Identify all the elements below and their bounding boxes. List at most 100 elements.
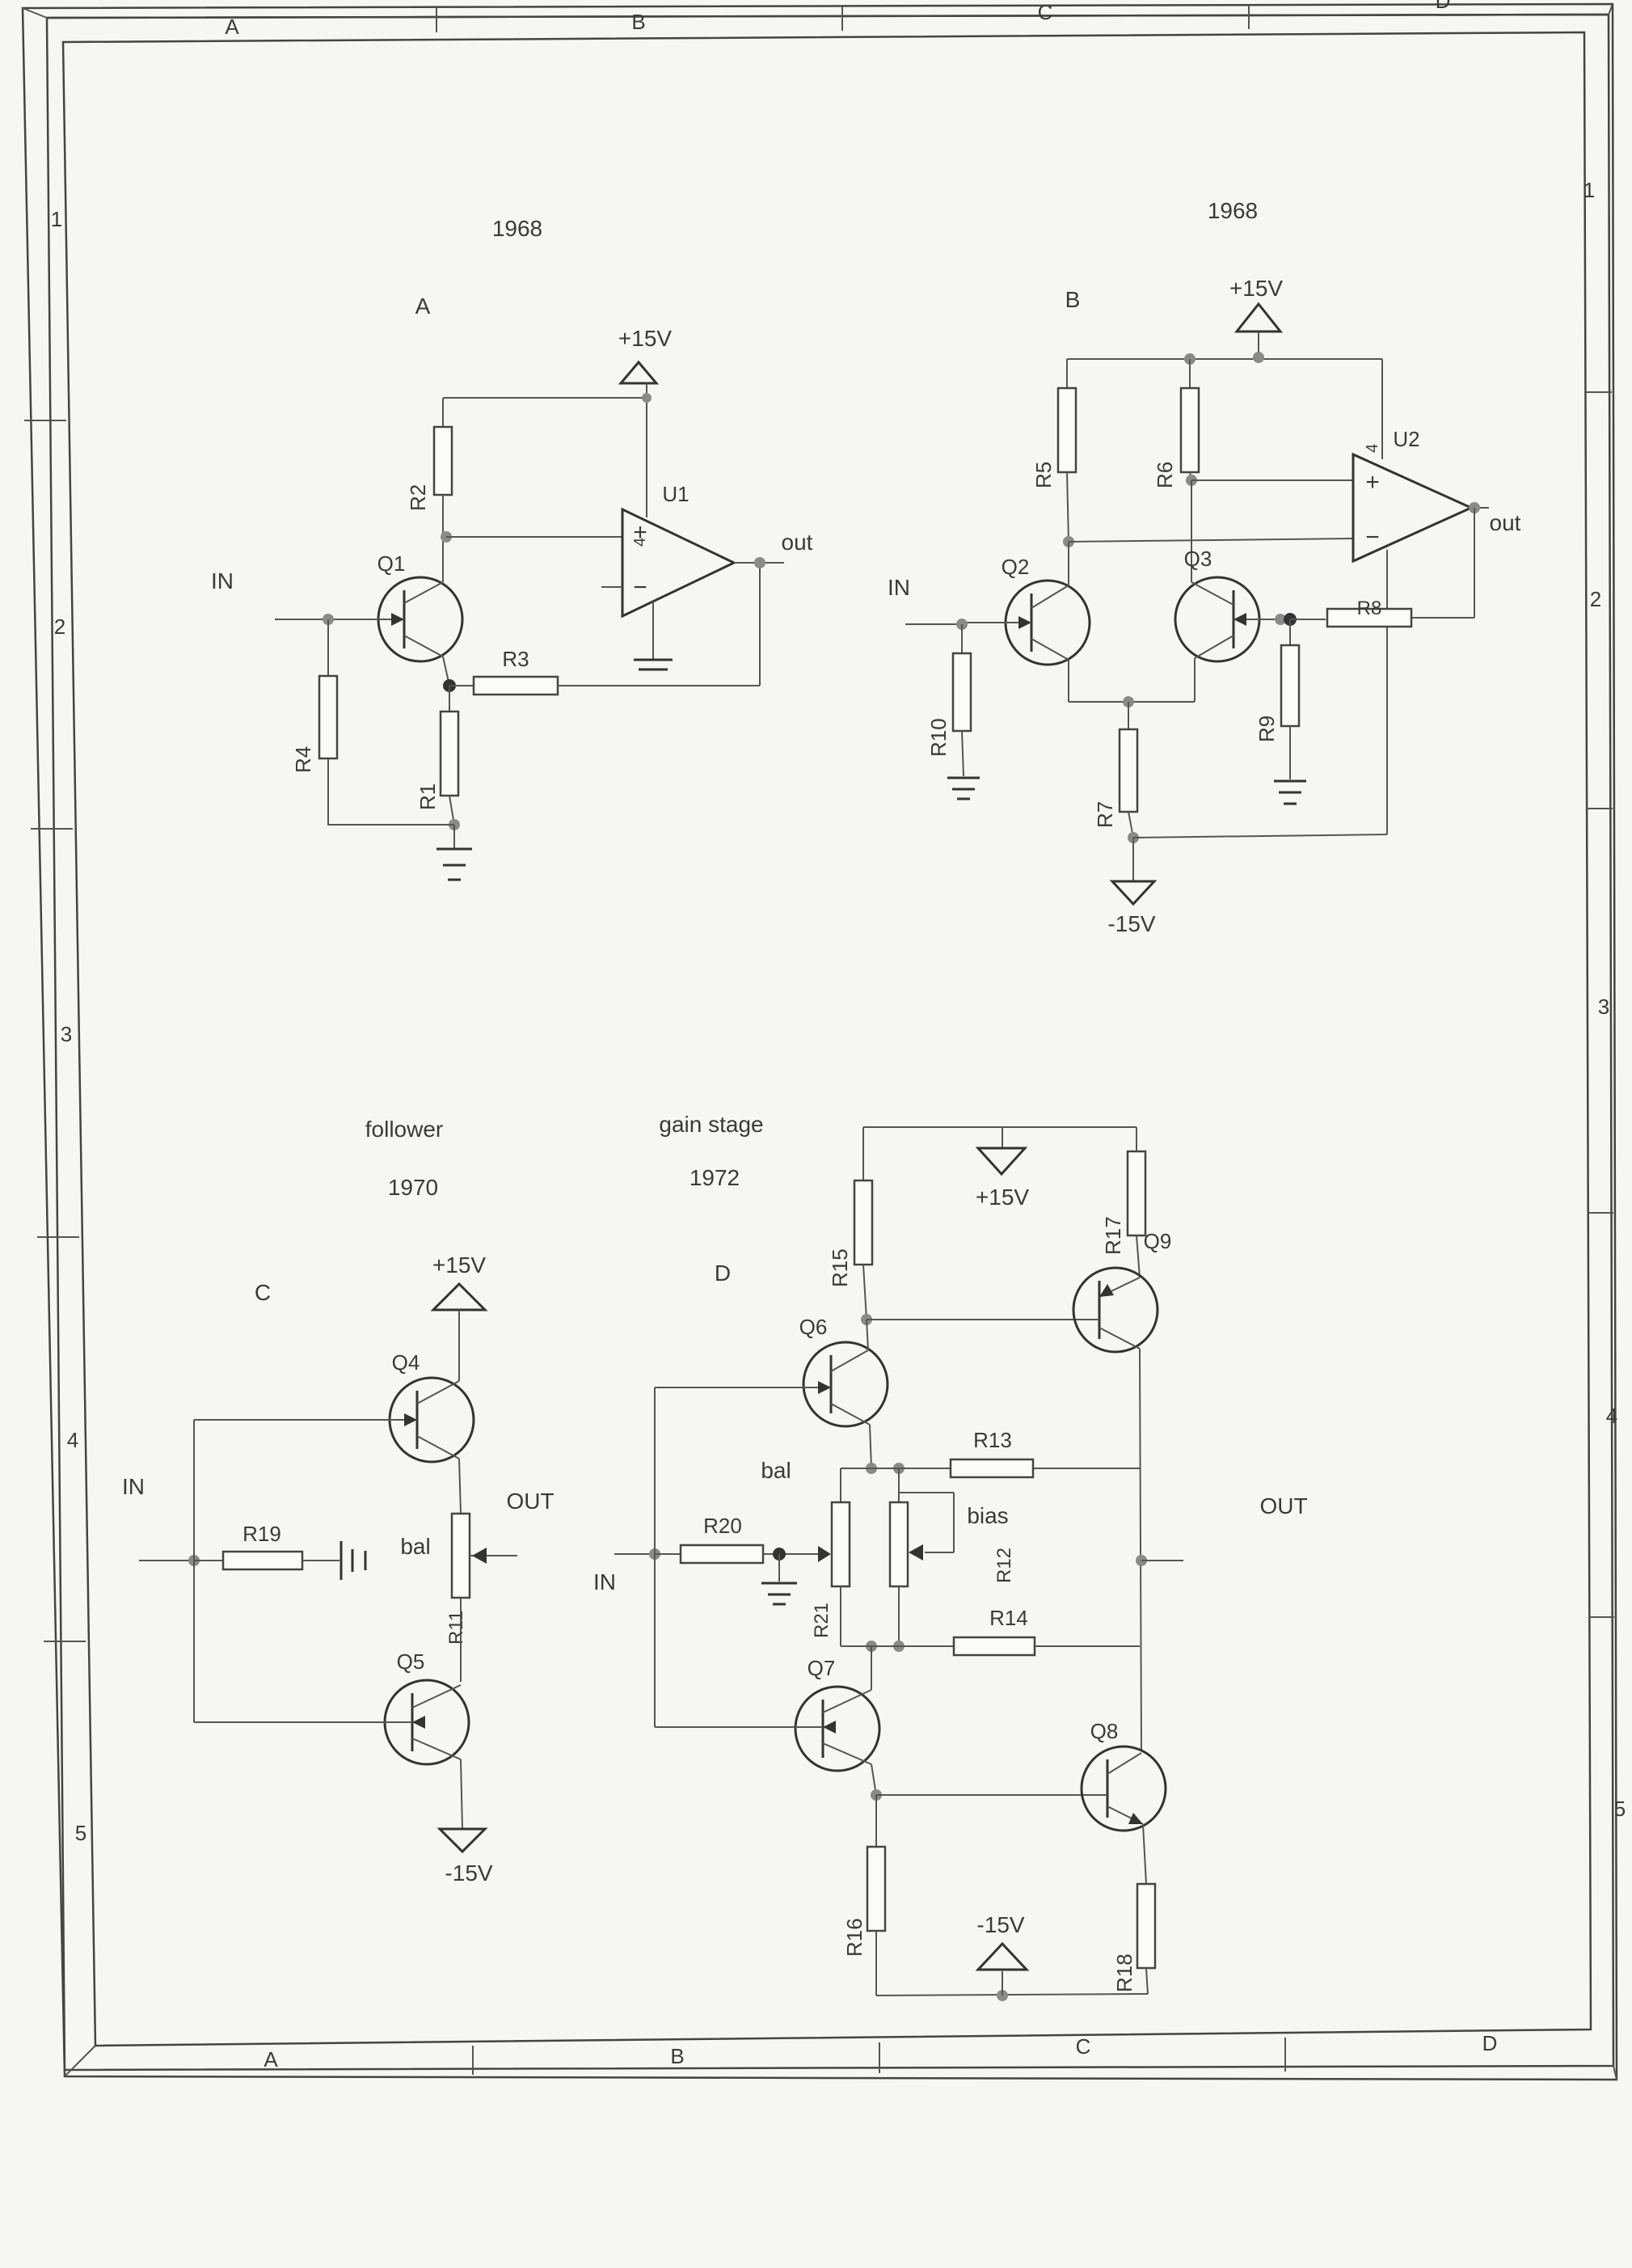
frame-col-c-bottom: C bbox=[1076, 2034, 1091, 2059]
resistor-r13 bbox=[949, 1458, 1035, 1479]
frame-row-4-right: 4 bbox=[1606, 1404, 1617, 1428]
circuit-a: 1968 A IN +15V R2 Q1 R3 bbox=[211, 216, 813, 881]
r13-label: R13 bbox=[973, 1428, 1012, 1452]
circuit-c-output-label: OUT bbox=[506, 1489, 554, 1514]
r12-label: R12 bbox=[993, 1548, 1015, 1583]
frame-row-1-left: 1 bbox=[51, 207, 62, 231]
u1-plus: + bbox=[633, 519, 647, 546]
circuit-c-label: C bbox=[255, 1280, 271, 1305]
circuit-b-label: B bbox=[1065, 287, 1081, 312]
frame-row-3-left: 3 bbox=[61, 1022, 72, 1046]
frame-col-d-top: D bbox=[1436, 0, 1451, 13]
r19-label: R19 bbox=[242, 1522, 281, 1546]
circuit-a-supply-label: +15V bbox=[618, 326, 672, 351]
q3-label: Q3 bbox=[1184, 547, 1212, 571]
resistor-r16 bbox=[866, 1845, 887, 1932]
resistor-r4 bbox=[318, 674, 339, 760]
resistor-r6 bbox=[1179, 386, 1200, 474]
supply-pos-arrow bbox=[430, 1282, 488, 1311]
u1-minus: − bbox=[633, 574, 647, 601]
u2-minus: − bbox=[1365, 524, 1380, 551]
circuit-a-output-label: out bbox=[782, 530, 813, 555]
transistor-q7 bbox=[794, 1685, 881, 1772]
circuit-d-supply-neg-label: -15V bbox=[976, 1912, 1024, 1937]
r7-label: R7 bbox=[1093, 801, 1117, 828]
circuit-a-label: A bbox=[415, 294, 431, 319]
u1-pin-label: 4 bbox=[631, 538, 649, 547]
battery-icon bbox=[339, 1541, 367, 1580]
q7-label: Q7 bbox=[808, 1656, 836, 1680]
resistor-r5 bbox=[1056, 386, 1077, 474]
frame-col-d-bottom: D bbox=[1482, 2031, 1498, 2055]
u2-label: U2 bbox=[1393, 427, 1419, 451]
frame-row-5-right: 5 bbox=[1614, 1797, 1626, 1821]
supply-pos-arrow bbox=[975, 1147, 1028, 1176]
circuit-c-supply-pos-label: +15V bbox=[432, 1252, 486, 1278]
resistor-r9 bbox=[1280, 644, 1301, 728]
r16-label: R16 bbox=[842, 1918, 867, 1957]
circuit-c-bal-label: bal bbox=[400, 1534, 430, 1559]
supply-pos-arrow bbox=[1233, 302, 1284, 333]
frame-col-b-bottom: B bbox=[670, 2044, 684, 2068]
resistor-r3 bbox=[472, 675, 559, 696]
resistor-r8 bbox=[1326, 607, 1413, 628]
frame-col-a-bottom: A bbox=[264, 2047, 278, 2072]
ground-symbol bbox=[761, 1582, 797, 1606]
frame-row-3-right: 3 bbox=[1598, 995, 1609, 1019]
u2-pin-label: 4 bbox=[1364, 444, 1381, 453]
r10-label: R10 bbox=[926, 718, 951, 757]
resistor-r7 bbox=[1118, 728, 1139, 813]
frame-col-a-top: A bbox=[225, 15, 239, 39]
ground-symbol bbox=[947, 776, 980, 800]
frame-row-5-left: 5 bbox=[75, 1821, 86, 1845]
potentiometer-r12 bbox=[888, 1501, 909, 1588]
r4-label: R4 bbox=[291, 746, 315, 773]
transistor-q6 bbox=[802, 1341, 889, 1428]
circuit-c-year: 1970 bbox=[388, 1175, 438, 1200]
r8-label: R8 bbox=[1357, 598, 1382, 619]
circuit-d-title: gain stage bbox=[659, 1112, 763, 1137]
q5-label: Q5 bbox=[397, 1649, 425, 1674]
resistor-r18 bbox=[1136, 1882, 1157, 1970]
r9-label: R9 bbox=[1255, 716, 1279, 742]
drawing-frame: A B C D A B C D 1 2 3 4 5 1 2 3 4 5 bbox=[21, 0, 1626, 2081]
opamp-u1 bbox=[621, 507, 737, 619]
resistor-r1 bbox=[439, 710, 460, 797]
circuit-d-output-label: OUT bbox=[1259, 1493, 1307, 1518]
resistor-r10 bbox=[951, 652, 972, 733]
q1-label: Q1 bbox=[377, 551, 406, 576]
resistor-r19 bbox=[221, 1550, 304, 1571]
resistor-r20 bbox=[679, 1544, 765, 1565]
r3-label: R3 bbox=[502, 647, 529, 671]
circuit-c-supply-neg-label: -15V bbox=[445, 1860, 492, 1886]
r18-label: R18 bbox=[1112, 1953, 1136, 1992]
supply-neg-arrow bbox=[1109, 880, 1158, 906]
circuit-d-bias-label: bias bbox=[967, 1503, 1008, 1528]
q6-label: Q6 bbox=[799, 1315, 828, 1339]
q2-label: Q2 bbox=[1002, 555, 1030, 579]
ground-symbol bbox=[436, 847, 472, 881]
circuit-b-supply-neg-label: -15V bbox=[1107, 911, 1155, 936]
circuit-d-supply-pos-label: +15V bbox=[976, 1185, 1029, 1210]
circuit-c-title: follower bbox=[365, 1117, 443, 1142]
frame-row-2-left: 2 bbox=[54, 615, 65, 639]
ground-symbol bbox=[634, 658, 673, 671]
resistor-r15 bbox=[853, 1179, 874, 1266]
circuit-b: 1968 B IN +15V R5 R6 U2 4 + − o bbox=[888, 198, 1521, 936]
potentiometer-r11 bbox=[450, 1512, 471, 1599]
r17-label: R17 bbox=[1101, 1216, 1125, 1255]
r6-label: R6 bbox=[1153, 462, 1177, 488]
transistor-q8 bbox=[1080, 1745, 1167, 1832]
circuit-d-label: D bbox=[715, 1261, 731, 1286]
potentiometer-r21 bbox=[830, 1501, 851, 1588]
supply-neg-arrow bbox=[436, 1827, 488, 1854]
circuit-b-input-label: IN bbox=[888, 575, 910, 600]
r5-label: R5 bbox=[1031, 462, 1056, 488]
circuit-d-input-label: IN bbox=[593, 1569, 616, 1594]
circuit-c-input-label: IN bbox=[122, 1474, 145, 1499]
circuit-a-year: 1968 bbox=[492, 216, 542, 241]
u2-plus: + bbox=[1365, 469, 1380, 496]
resistor-r14 bbox=[952, 1636, 1036, 1657]
u1-label: U1 bbox=[662, 482, 689, 506]
